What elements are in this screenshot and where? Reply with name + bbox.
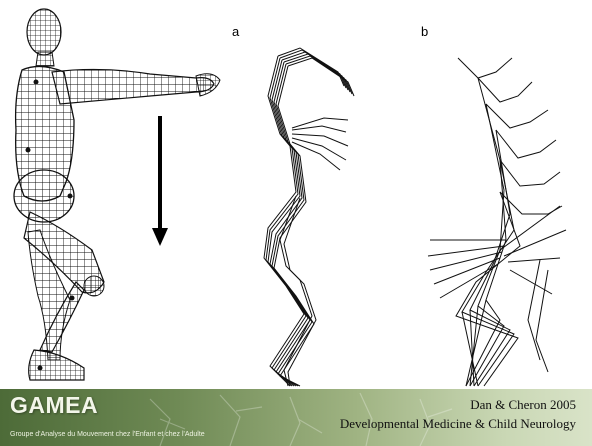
stick-figures-panel-a xyxy=(264,48,354,386)
citation-journal: Developmental Medicine & Child Neurology xyxy=(340,416,576,432)
citation-authors: Dan & Cheron 2005 xyxy=(470,397,576,413)
brand-logo: GAMEA xyxy=(10,392,98,419)
stick-figures-panel-b xyxy=(428,58,566,386)
brand-subtitle: Groupe d'Analyse du Mouvement chez l'Enf… xyxy=(10,431,205,438)
human-wireframe-icon xyxy=(14,9,220,380)
panel-label-a: a xyxy=(232,24,239,39)
panel-label-b: b xyxy=(421,24,428,39)
figure-canvas xyxy=(0,0,592,389)
down-arrow-icon xyxy=(152,116,168,246)
footer-banner: GAMEA Groupe d'Analyse du Mouvement chez… xyxy=(0,389,592,446)
